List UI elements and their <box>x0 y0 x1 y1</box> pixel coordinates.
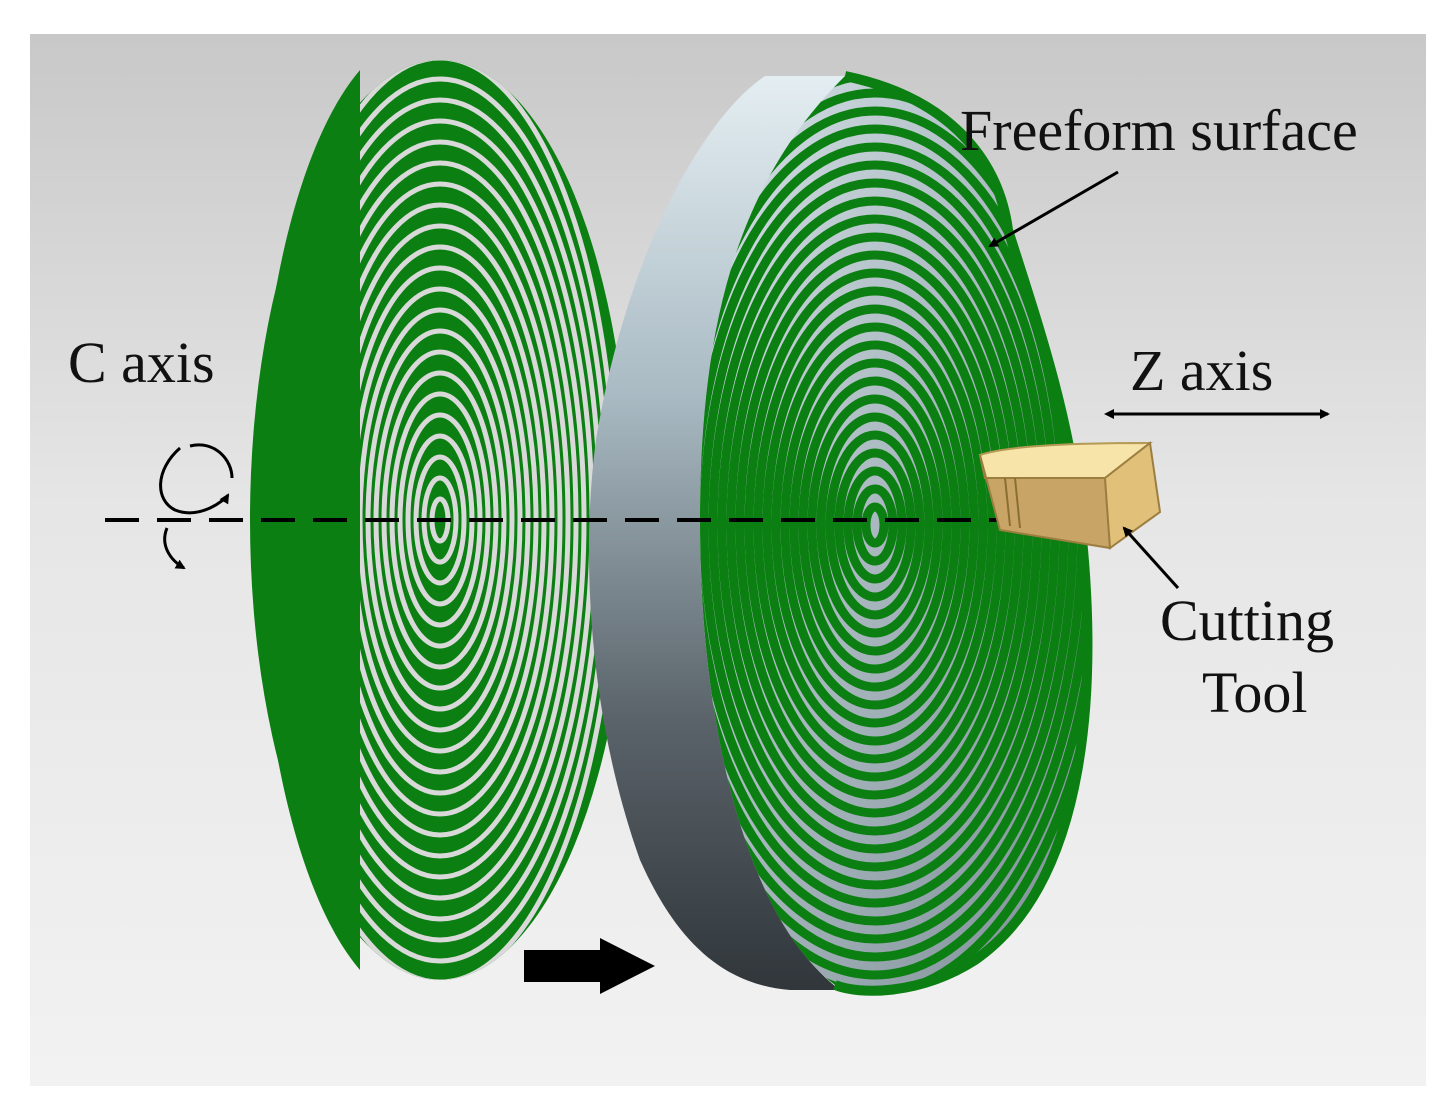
feed-direction-arrow-icon <box>524 938 655 994</box>
surface-ring <box>843 466 907 584</box>
rotation-arrow-icon <box>159 443 234 570</box>
z-axis-label: Z axis <box>1130 338 1273 403</box>
surface-ring <box>771 322 979 728</box>
surface-ring <box>807 394 943 656</box>
freeform-leader-arrow-icon <box>988 170 1119 248</box>
c-axis-label: C axis <box>68 330 215 395</box>
toolpath-ring <box>413 454 467 586</box>
freeform-surface-label: Freeform surface <box>960 98 1358 163</box>
tool-leader-arrow-icon <box>1122 526 1180 590</box>
surface-ring <box>700 88 1088 962</box>
surface-ring <box>861 502 889 548</box>
cutting-tool <box>978 441 1162 550</box>
surface-ring <box>789 358 961 692</box>
surface-ring <box>700 76 1088 980</box>
surface-ring <box>762 304 988 746</box>
surface-ring <box>825 430 925 620</box>
cutting-tool-label-line2: Tool <box>1202 660 1308 725</box>
surface-ring <box>753 286 997 764</box>
surface-ring <box>798 376 952 674</box>
surface-ring <box>780 340 970 710</box>
surface-ring <box>852 484 898 566</box>
surface-ring <box>834 448 916 602</box>
cutting-tool-label-line1: Cutting <box>1160 588 1334 653</box>
surface-ring <box>816 412 934 638</box>
